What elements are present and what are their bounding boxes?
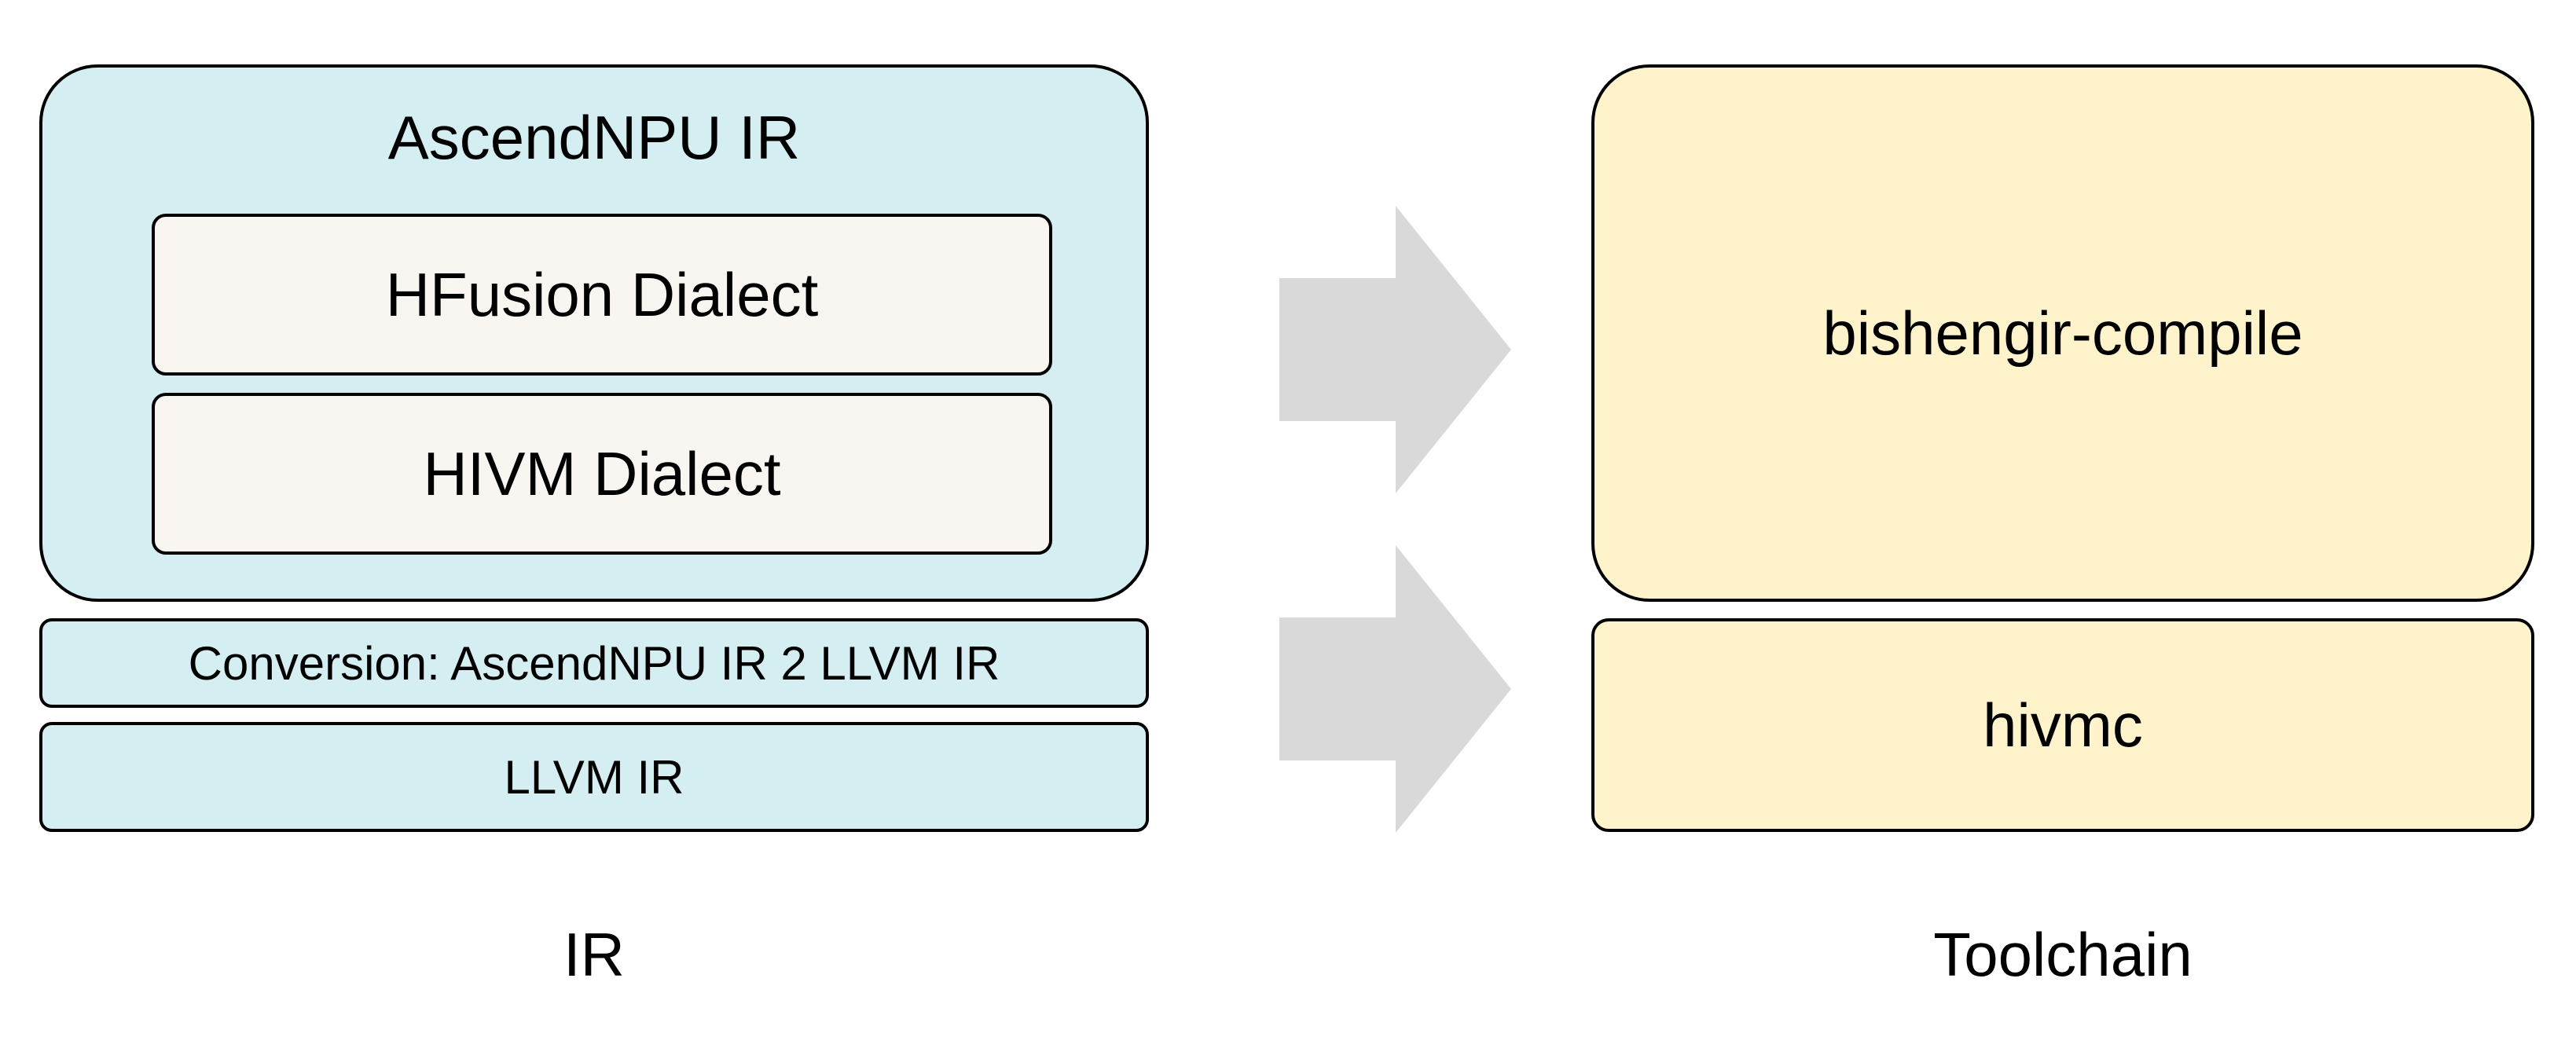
- toolchain-caption: Toolchain: [1933, 919, 2193, 989]
- hfusion-dialect-box: HFusion Dialect: [152, 214, 1052, 376]
- hfusion-dialect-label: HFusion Dialect: [385, 259, 819, 329]
- hivm-dialect-label: HIVM Dialect: [423, 438, 781, 508]
- hivmc-box: hivmc: [1591, 618, 2534, 832]
- bishengir-compile-box: bishengir-compile: [1591, 64, 2534, 602]
- llvm-ir-label: LLVM IR: [504, 750, 684, 804]
- hivmc-label: hivmc: [1983, 690, 2143, 760]
- conversion-label: Conversion: AscendNPU IR 2 LLVM IR: [188, 636, 1000, 690]
- ir-caption: IR: [563, 919, 625, 989]
- llvm-ir-box: LLVM IR: [39, 722, 1149, 832]
- right-arrow-icon: [1279, 545, 1511, 833]
- conversion-box: Conversion: AscendNPU IR 2 LLVM IR: [39, 618, 1149, 708]
- right-arrow-icon: [1279, 206, 1511, 493]
- bishengir-compile-label: bishengir-compile: [1822, 298, 2303, 368]
- hivm-dialect-box: HIVM Dialect: [152, 393, 1052, 555]
- ascendnpu-ir-title: AscendNPU IR: [387, 103, 801, 172]
